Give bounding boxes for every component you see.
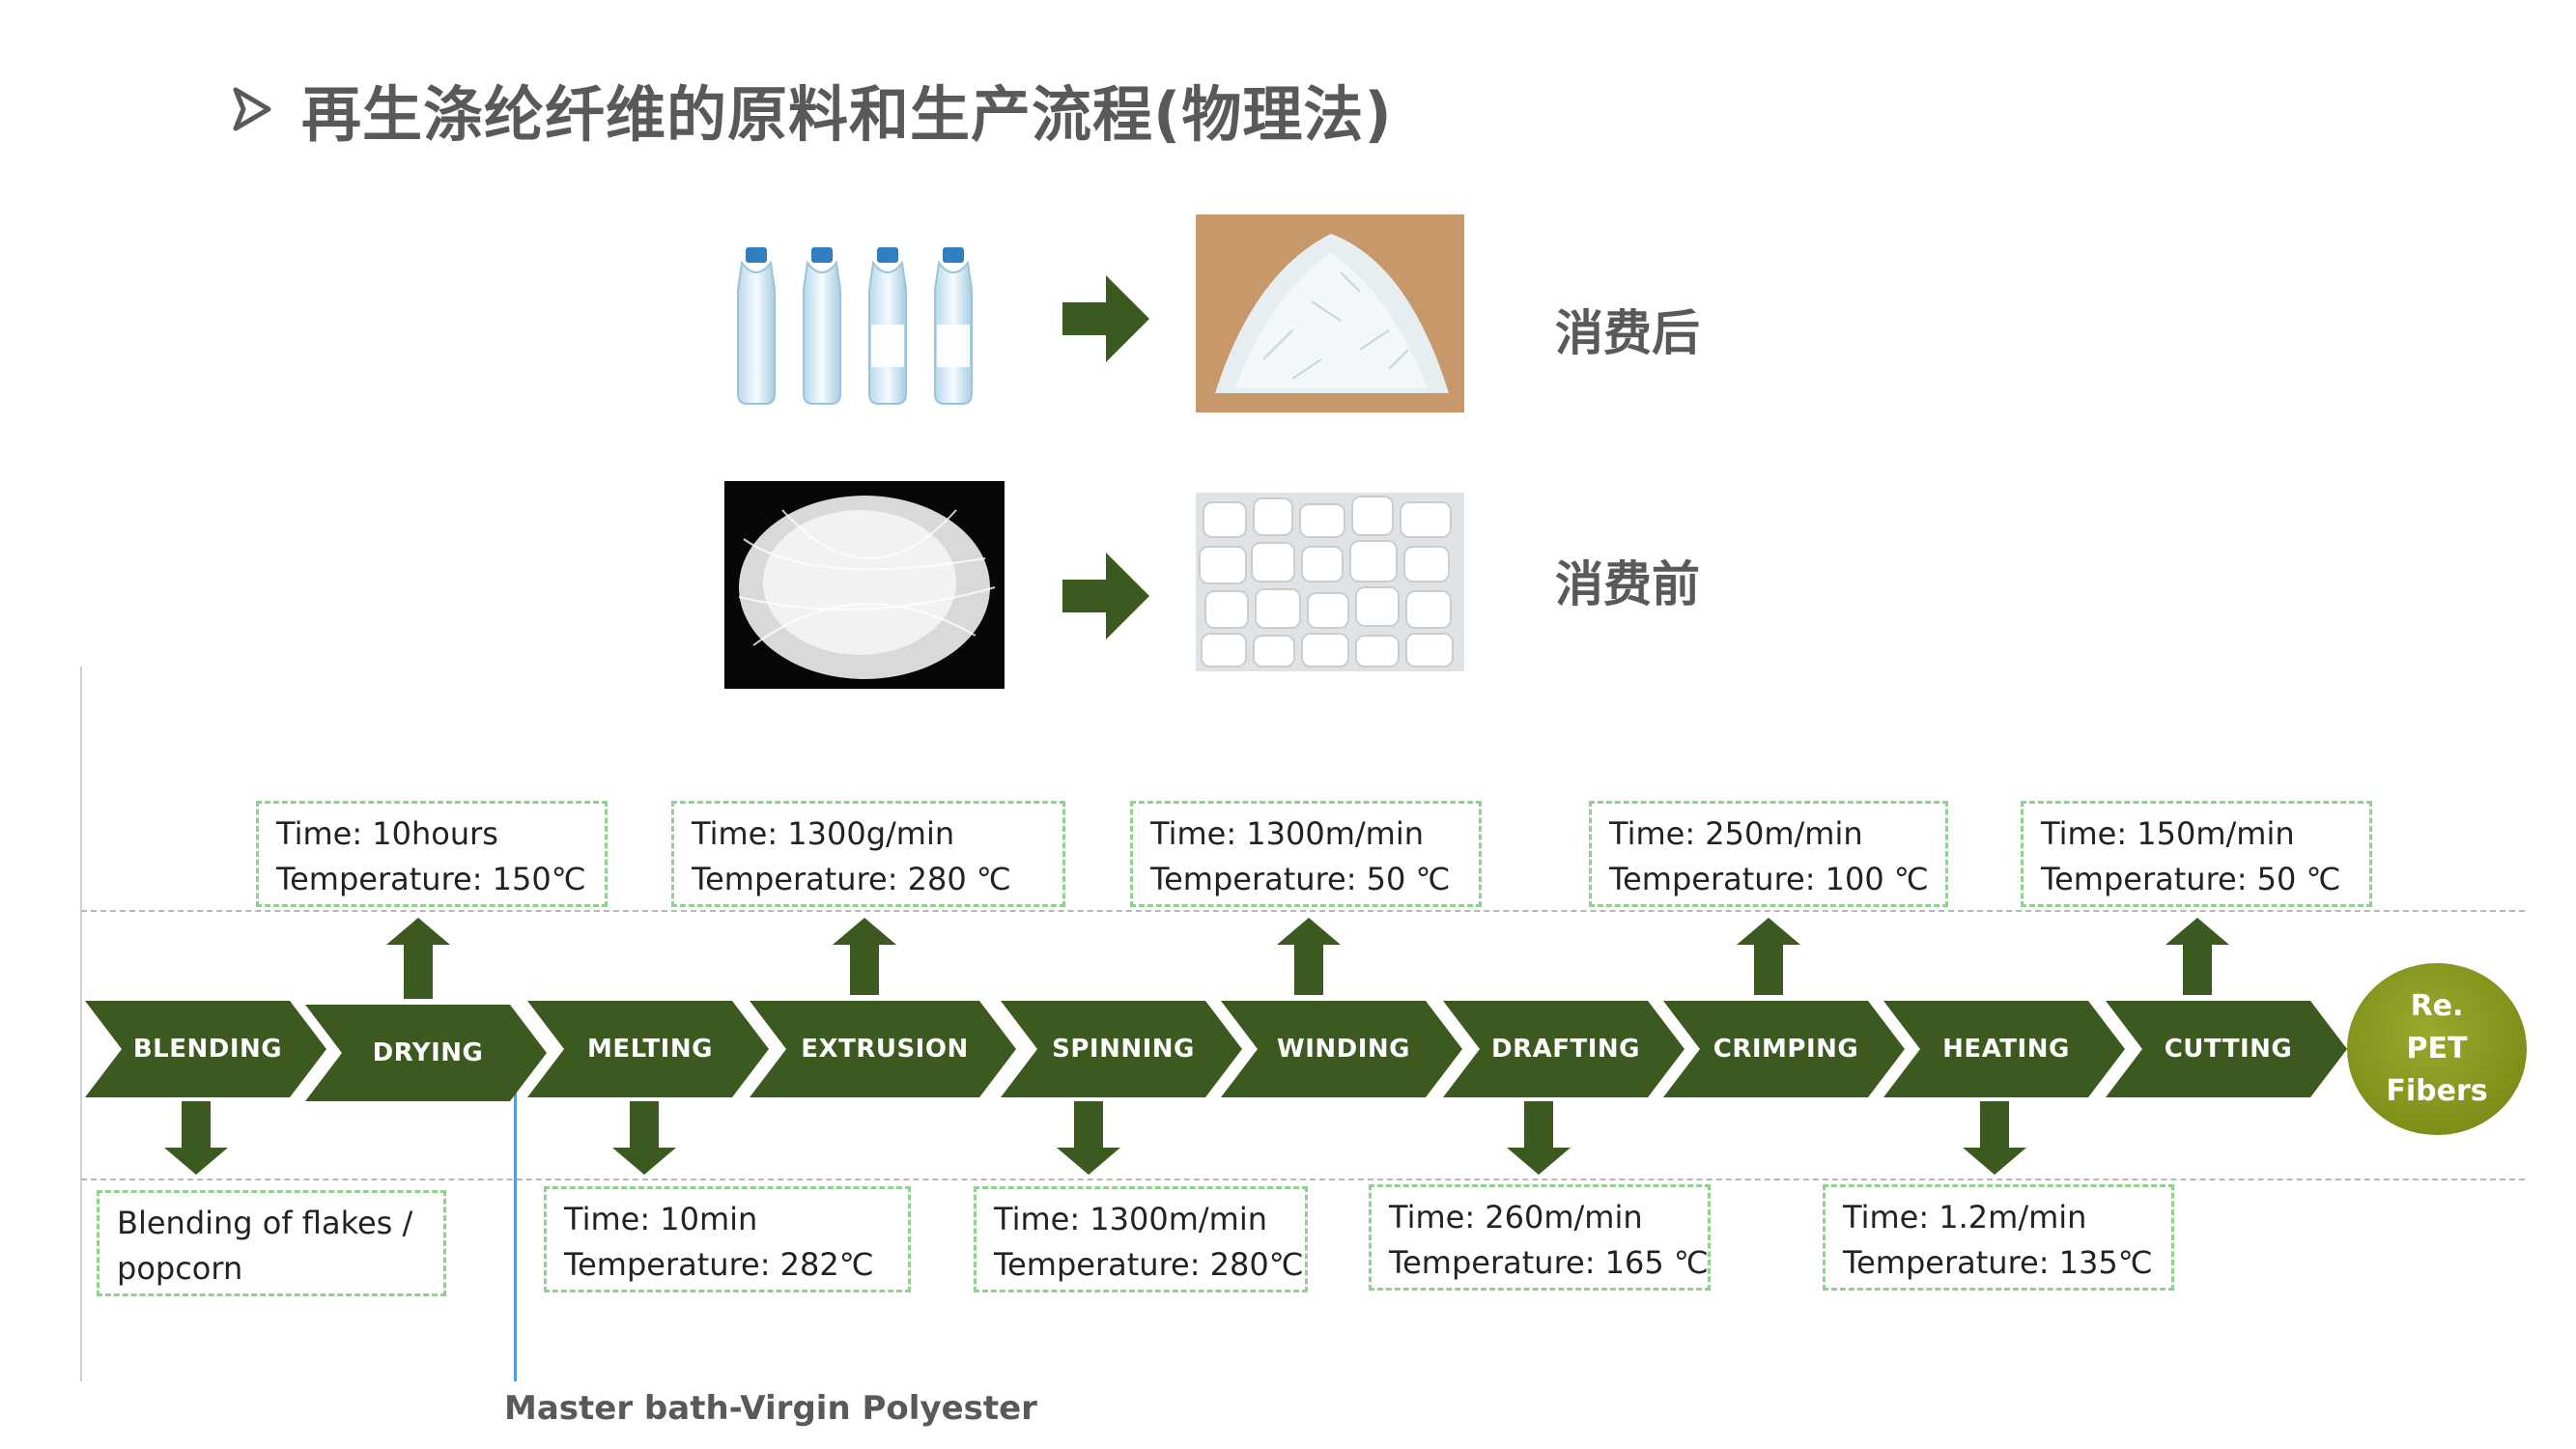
step-cutting: CUTTING — [2164, 1035, 2293, 1064]
param-time: Time: 1.2m/min — [1843, 1199, 2087, 1236]
heating-params-box: Time: 1.2m/min Temperature: 135℃ — [1823, 1184, 2174, 1291]
plastic-bottles-image — [724, 240, 995, 409]
param-time: Time: 250m/min — [1609, 815, 1863, 852]
param-time: Time: 10min — [564, 1201, 758, 1237]
note-line2: popcorn — [117, 1250, 243, 1287]
end-product-line1: Re. — [2410, 989, 2464, 1023]
chevron-spinning — [1001, 1001, 1242, 1097]
pre-consumer-label: 消费前 — [1555, 556, 1700, 612]
down-arrow-icon — [1057, 1101, 1120, 1175]
pet-pellets-image — [1196, 493, 1464, 671]
param-temperature: Temperature: 135℃ — [1843, 1244, 2153, 1281]
up-arrow-icon — [833, 918, 896, 995]
step-melting: MELTING — [587, 1035, 713, 1064]
down-arrow-icon — [1507, 1101, 1571, 1175]
crimping-params-box: Time: 250m/min Temperature: 100 ℃ — [1589, 801, 1948, 907]
drafting-params-box: Time: 260m/min Temperature: 165 ℃ — [1369, 1184, 1711, 1291]
chevron-winding — [1221, 1001, 1462, 1097]
chevron-crimping — [1663, 1001, 1905, 1097]
param-temperature: Temperature: 165 ℃ — [1389, 1244, 1709, 1281]
down-arrow-icon — [1963, 1101, 2026, 1175]
end-product-line3: Fibers — [2386, 1074, 2488, 1108]
param-temperature: Temperature: 280℃ — [994, 1246, 1304, 1283]
chevron-cutting — [2106, 1001, 2347, 1097]
step-extrusion: EXTRUSION — [801, 1035, 969, 1064]
arrow-right-icon — [1062, 553, 1149, 639]
pet-flakes-image — [1196, 214, 1464, 412]
step-drying: DRYING — [372, 1038, 484, 1067]
chevron-extrusion — [750, 1001, 1016, 1097]
spinning-params-box: Time: 1300m/min Temperature: 280℃ — [974, 1186, 1308, 1293]
cutting-params-box: Time: 150m/min Temperature: 50 ℃ — [2021, 801, 2372, 907]
step-winding: WINDING — [1277, 1035, 1410, 1064]
param-temperature: Temperature: 50 ℃ — [1150, 861, 1451, 897]
up-arrow-icon — [1737, 918, 1800, 995]
frame-left-line — [80, 667, 82, 1381]
param-time: Time: 150m/min — [2041, 815, 2295, 852]
param-time: Time: 1300m/min — [1150, 815, 1424, 852]
down-arrow-icon — [612, 1101, 676, 1175]
down-arrow-icon — [164, 1101, 228, 1175]
end-product-line2: PET — [2406, 1032, 2468, 1065]
post-consumer-label: 消费后 — [1555, 305, 1700, 361]
up-arrow-icon — [1277, 918, 1341, 995]
page-title: 再生涤纶纤维的原料和生产流程(物理法) — [301, 79, 1393, 150]
step-blending: BLENDING — [132, 1035, 283, 1064]
chevron-heating — [1883, 1001, 2125, 1097]
blending-notes-box: Blending of flakes / popcorn — [97, 1190, 446, 1296]
step-crimping: CRIMPING — [1713, 1035, 1859, 1064]
step-spinning: SPINNING — [1052, 1035, 1195, 1064]
note-line1: Blending of flakes / — [117, 1205, 413, 1241]
param-temperature: Temperature: 280 ℃ — [692, 861, 1011, 897]
param-temperature: Temperature: 150℃ — [276, 861, 586, 897]
top-guide-line — [81, 910, 2525, 912]
extrusion-params-box: Time: 1300g/min Temperature: 280 ℃ — [671, 801, 1065, 907]
param-time: Time: 1300m/min — [994, 1201, 1267, 1237]
chevron-drafting — [1443, 1001, 1684, 1097]
bullet-arrow-icon — [233, 87, 271, 131]
param-time: Time: 1300g/min — [692, 815, 955, 852]
step-drafting: DRAFTING — [1491, 1035, 1640, 1064]
polyester-fiber-image — [724, 481, 1005, 689]
melting-params-box: Time: 10min Temperature: 282℃ — [544, 1186, 911, 1293]
chevron-melting — [527, 1001, 769, 1097]
master-bath-label: Master bath-Virgin Polyester — [504, 1389, 1037, 1428]
param-time: Time: 10hours — [276, 815, 498, 852]
bottom-guide-line — [81, 1179, 2525, 1180]
step-heating: HEATING — [1942, 1035, 2070, 1064]
up-arrow-icon — [386, 918, 450, 999]
drying-params-box: Time: 10hours Temperature: 150℃ — [256, 801, 608, 907]
arrow-right-icon — [1062, 275, 1149, 362]
up-arrow-icon — [2166, 918, 2229, 995]
chevron-drying — [305, 1005, 547, 1101]
param-temperature: Temperature: 282℃ — [564, 1246, 874, 1283]
param-temperature: Temperature: 100 ℃ — [1609, 861, 1929, 897]
master-bath-marker-line — [514, 1082, 517, 1381]
param-temperature: Temperature: 50 ℃ — [2041, 861, 2341, 897]
title-row: 再生涤纶纤维的原料和生产流程(物理法) — [232, 66, 1393, 153]
chevron-blending — [85, 1001, 326, 1097]
winding-params-box: Time: 1300m/min Temperature: 50 ℃ — [1130, 801, 1482, 907]
param-time: Time: 260m/min — [1389, 1199, 1643, 1236]
re-pet-fibers-circle: Re. PET Fibers — [2347, 963, 2527, 1135]
